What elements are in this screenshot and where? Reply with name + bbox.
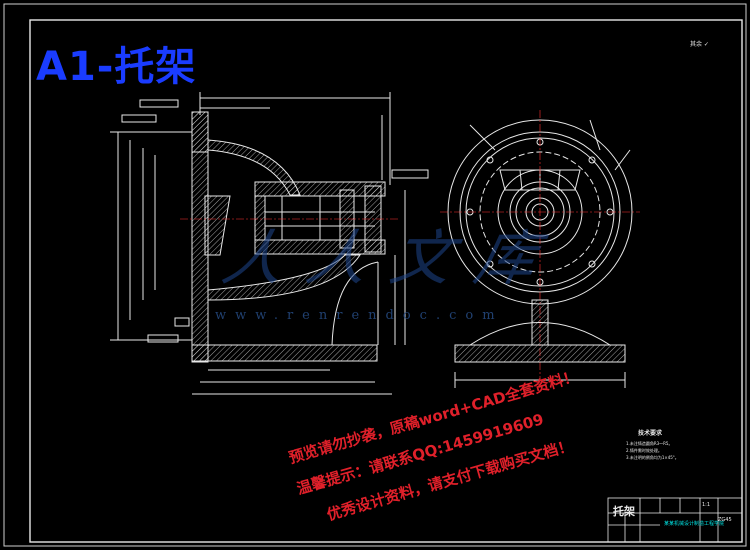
roughness-note: 其余 ✓ — [690, 41, 709, 48]
section-view — [110, 92, 429, 395]
watermark-site: www.renrendoc.com — [215, 308, 504, 323]
drawing-title: A1-托架 — [36, 44, 197, 90]
inner-frame — [29, 19, 743, 543]
outer-frame — [3, 3, 747, 547]
tech-item: 3.未注明的倒角均为1×45°。 — [626, 455, 679, 460]
tech-item: 2.铸件需时效处理。 — [626, 448, 662, 453]
title-block — [607, 497, 743, 543]
watermark-logo: 人人文库 — [216, 224, 568, 294]
part-name: 托架 — [613, 505, 635, 518]
scale: 1:1 — [702, 502, 711, 508]
tech-heading: 技术要求 — [638, 430, 663, 437]
material: ZG45 — [718, 517, 732, 523]
circular-view — [440, 110, 640, 390]
tech-requirements: 技术要求 1.未注铸造圆角R3～R5。 2.铸件需时效处理。 3.未注明的倒角均… — [626, 430, 679, 461]
drawing-code: 某某机械设计制造工程学院 — [664, 521, 725, 527]
tech-item: 1.未注铸造圆角R3～R5。 — [626, 441, 673, 446]
